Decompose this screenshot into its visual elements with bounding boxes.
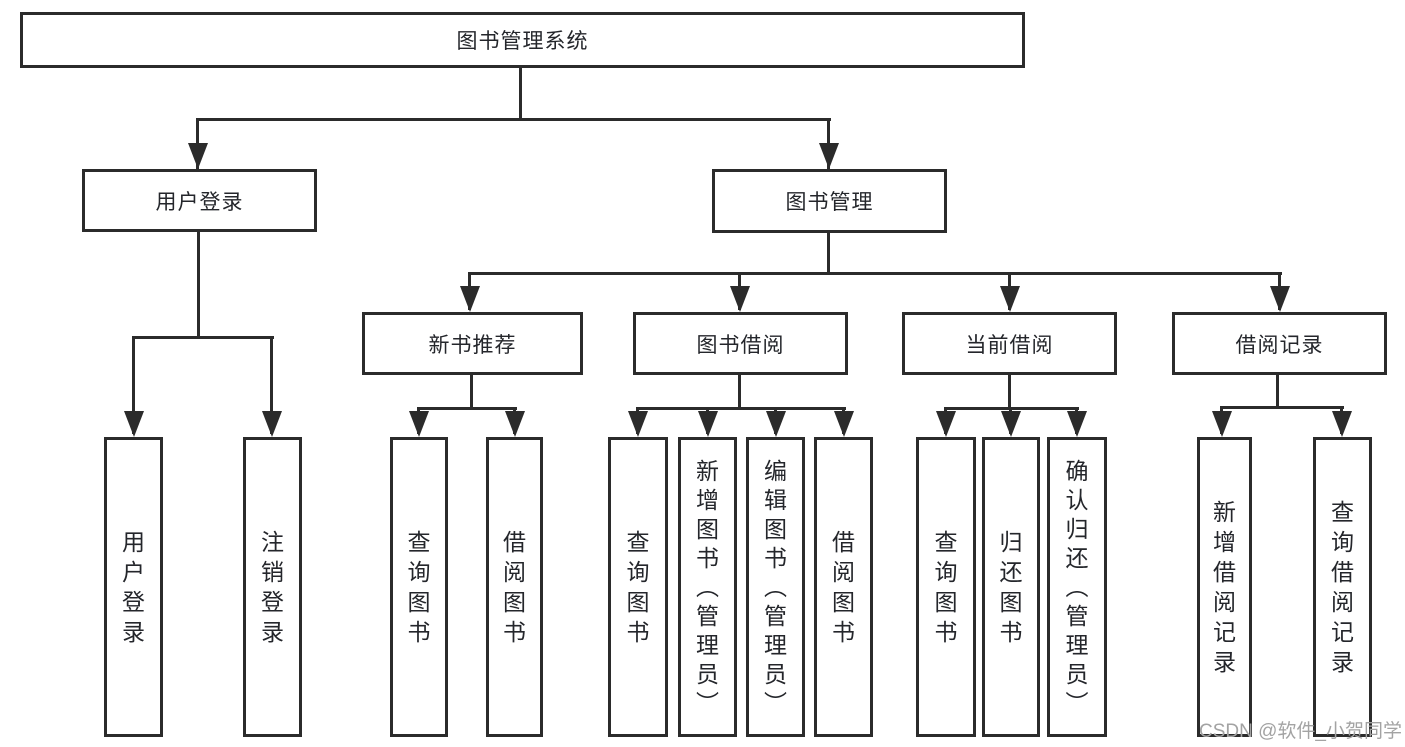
- node-current-borrowing-label: 当前借阅: [965, 333, 1054, 357]
- arrowhead-borrowing-records: [1270, 286, 1290, 312]
- arrowhead-leaf-login: [124, 411, 144, 437]
- leaf-bb-query-books: 查询图书: [608, 437, 668, 737]
- connector-user-login-bus: [133, 336, 274, 339]
- arrowhead-book-management: [819, 143, 839, 169]
- connector-br-stem: [1276, 375, 1279, 406]
- arrowhead-user-login: [188, 143, 208, 169]
- arrowhead-cb-query: [936, 411, 956, 437]
- node-root: 图书管理系统: [20, 12, 1025, 68]
- node-user-login-label: 用户登录: [155, 190, 244, 214]
- leaf-br-add-record: 新增借阅记录: [1197, 437, 1252, 737]
- arrowhead-br-query: [1332, 411, 1352, 437]
- leaf-bb-edit-books-admin-label: 编辑图书︵管理员︶: [764, 457, 787, 716]
- leaf-nb-query-books-label: 查询图书: [407, 529, 431, 645]
- node-current-borrowing: 当前借阅: [902, 312, 1117, 375]
- arrowhead-new-book-recommend: [460, 286, 480, 312]
- watermark: CSDN @软件_小贺同学: [1199, 721, 1402, 742]
- arrowhead-leaf-logout: [262, 411, 282, 437]
- connector-root-bus: [197, 118, 831, 121]
- connector-nb-stem: [470, 375, 473, 407]
- leaf-cb-confirm-return-admin-label: 确认归还︵管理员︶: [1065, 457, 1089, 716]
- leaf-nb-query-books: 查询图书: [390, 437, 448, 737]
- arrowhead-bb-edit: [766, 411, 786, 437]
- node-book-management-label: 图书管理: [785, 191, 874, 214]
- node-book-borrowing-label: 图书借阅: [696, 333, 785, 357]
- leaf-cb-query-books-label: 查询图书: [934, 529, 958, 645]
- connector-to-leaf-logout: [270, 336, 273, 434]
- leaf-bb-edit-books-admin: 编辑图书︵管理员︶: [746, 437, 805, 737]
- connector-book-management-stem: [827, 233, 830, 272]
- node-book-management: 图书管理: [712, 169, 947, 233]
- leaf-br-add-record-label: 新增借阅记录: [1213, 499, 1236, 675]
- connector-cb-bus: [945, 407, 1079, 410]
- leaf-nb-borrow-books-label: 借阅图书: [503, 529, 526, 645]
- node-borrowing-records: 借阅记录: [1172, 312, 1387, 375]
- leaf-nb-borrow-books: 借阅图书: [486, 437, 543, 737]
- arrowhead-current-borrowing: [1000, 286, 1020, 312]
- node-borrowing-records-label: 借阅记录: [1235, 333, 1324, 357]
- leaf-bb-borrow-books-label: 借阅图书: [832, 529, 855, 645]
- leaf-bb-add-books-admin: 新增图书︵管理员︶: [678, 437, 737, 737]
- leaf-br-query-record-label: 查询借阅记录: [1331, 499, 1354, 675]
- leaf-bb-borrow-books: 借阅图书: [814, 437, 873, 737]
- leaf-br-query-record: 查询借阅记录: [1313, 437, 1372, 737]
- arrowhead-bb-query: [628, 411, 648, 437]
- arrowhead-nb-borrow: [505, 411, 525, 437]
- leaf-cb-return-books: 归还图书: [982, 437, 1040, 737]
- leaf-logout-label: 注销登录: [261, 529, 284, 645]
- node-new-book-recommend-label: 新书推荐: [428, 333, 517, 357]
- arrowhead-nb-query: [409, 411, 429, 437]
- leaf-cb-confirm-return-admin: 确认归还︵管理员︶: [1047, 437, 1107, 737]
- leaf-user-login-label: 用户登录: [122, 529, 145, 645]
- connector-cb-stem: [1008, 375, 1011, 407]
- node-book-borrowing: 图书借阅: [633, 312, 848, 375]
- arrowhead-cb-return: [1001, 411, 1021, 437]
- arrowhead-book-borrowing: [730, 286, 750, 312]
- leaf-user-login: 用户登录: [104, 437, 163, 737]
- leaf-cb-query-books: 查询图书: [916, 437, 976, 737]
- connector-nb-bus: [418, 407, 517, 410]
- node-user-login: 用户登录: [82, 169, 317, 232]
- arrowhead-cb-confirm: [1067, 411, 1087, 437]
- connector-bb-stem: [738, 375, 741, 407]
- arrowhead-br-add: [1212, 411, 1232, 437]
- arrowhead-bb-add: [698, 411, 718, 437]
- node-root-label: 图书管理系统: [456, 30, 589, 53]
- connector-br-bus: [1221, 406, 1344, 409]
- connector-level3-bus: [469, 272, 1282, 275]
- connector-root-stem: [519, 68, 522, 118]
- leaf-bb-add-books-admin-label: 新增图书︵管理员︶: [696, 457, 719, 716]
- connector-user-login-stem: [197, 232, 200, 336]
- leaf-bb-query-books-label: 查询图书: [626, 529, 650, 645]
- connector-to-leaf-login: [132, 336, 135, 434]
- leaf-logout: 注销登录: [243, 437, 302, 737]
- arrowhead-bb-borrow: [834, 411, 854, 437]
- leaf-cb-return-books-label: 归还图书: [999, 529, 1023, 645]
- connector-bb-bus: [637, 407, 846, 410]
- node-new-book-recommend: 新书推荐: [362, 312, 583, 375]
